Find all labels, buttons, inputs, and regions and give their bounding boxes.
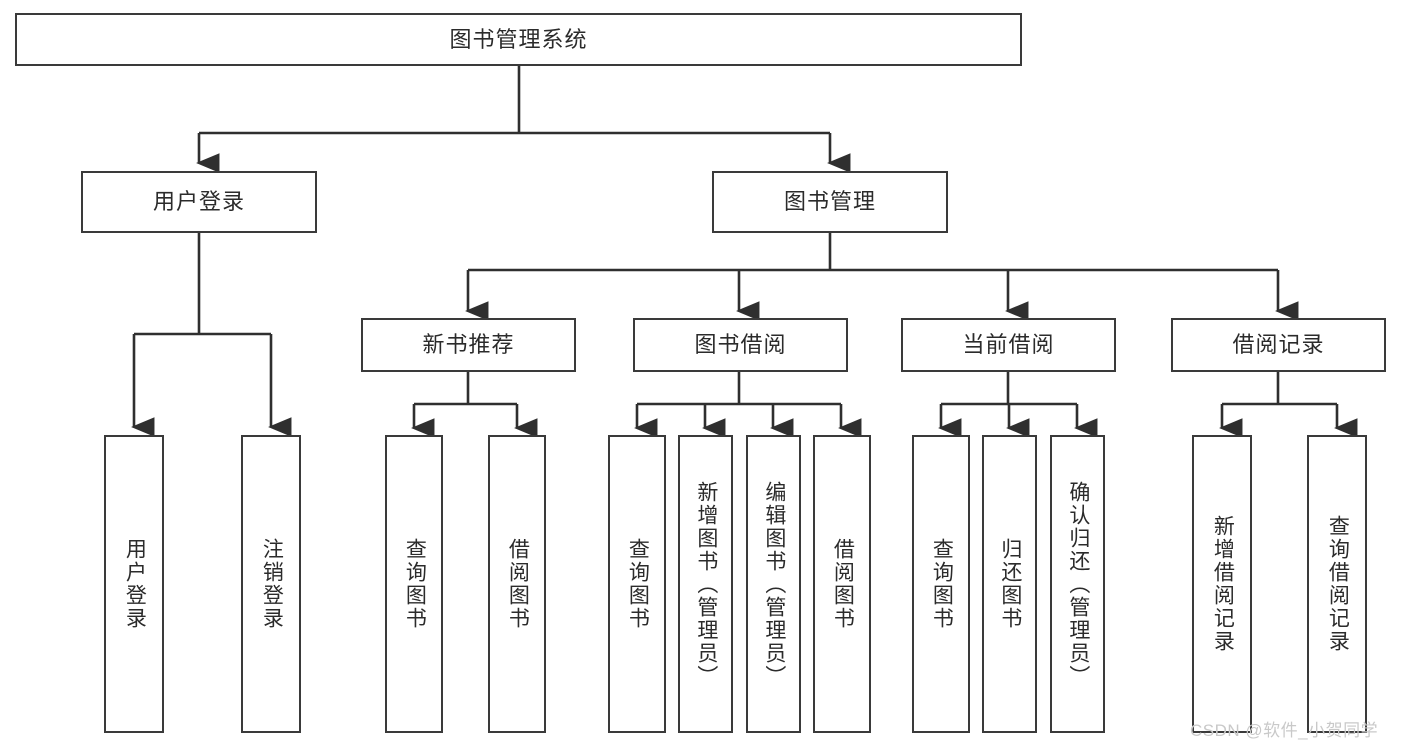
node-label: 当前借阅 [962,332,1055,358]
leaf-query-book-current[interactable]: 查询图书 [912,435,970,733]
leaf-query-borrow-record[interactable]: 查询借阅记录 [1307,435,1367,733]
node-label: 新增图书（管理员） [694,480,718,688]
node-label: 用户登录 [123,538,147,630]
node-book-management[interactable]: 图书管理 [712,171,948,233]
node-label: 图书管理 [783,189,876,215]
node-label: 编辑图书（管理员） [762,480,786,688]
node-label: 归还图书 [998,538,1022,630]
node-label: 借阅图书 [506,538,530,630]
leaf-edit-book-admin[interactable]: 编辑图书（管理员） [746,435,801,733]
leaf-query-book-recommend[interactable]: 查询图书 [385,435,443,733]
node-root-system[interactable]: 图书管理系统 [15,13,1022,66]
node-label: 新书推荐 [422,332,515,358]
node-label: 借阅记录 [1232,332,1325,358]
node-label: 查询图书 [403,538,427,630]
node-label: 用户登录 [152,189,245,215]
leaf-borrow-book-recommend[interactable]: 借阅图书 [488,435,546,733]
node-user-login[interactable]: 用户登录 [81,171,317,233]
leaf-query-book-borrow[interactable]: 查询图书 [608,435,666,733]
node-label: 查询图书 [930,538,954,630]
node-new-book-recommend[interactable]: 新书推荐 [361,318,576,372]
leaf-user-login[interactable]: 用户登录 [104,435,164,733]
node-label: 查询借阅记录 [1326,515,1350,653]
leaf-confirm-return-admin[interactable]: 确认归还（管理员） [1050,435,1105,733]
node-book-borrow[interactable]: 图书借阅 [633,318,848,372]
leaf-add-borrow-record[interactable]: 新增借阅记录 [1192,435,1252,733]
node-label: 查询图书 [626,538,650,630]
node-label: 注销登录 [260,538,284,630]
leaf-add-book-admin[interactable]: 新增图书（管理员） [678,435,733,733]
node-label: 图书借阅 [694,332,787,358]
node-borrow-record[interactable]: 借阅记录 [1171,318,1386,372]
csdn-watermark: CSDN @软件_小贺同学 [1190,721,1379,740]
node-current-borrow[interactable]: 当前借阅 [901,318,1116,372]
node-label: 新增借阅记录 [1211,515,1235,653]
leaf-return-book[interactable]: 归还图书 [982,435,1037,733]
leaf-borrow-book-borrow[interactable]: 借阅图书 [813,435,871,733]
node-label: 确认归还（管理员） [1066,480,1090,688]
node-label: 图书管理系统 [449,26,588,52]
leaf-logout[interactable]: 注销登录 [241,435,301,733]
node-label: 借阅图书 [831,538,855,630]
